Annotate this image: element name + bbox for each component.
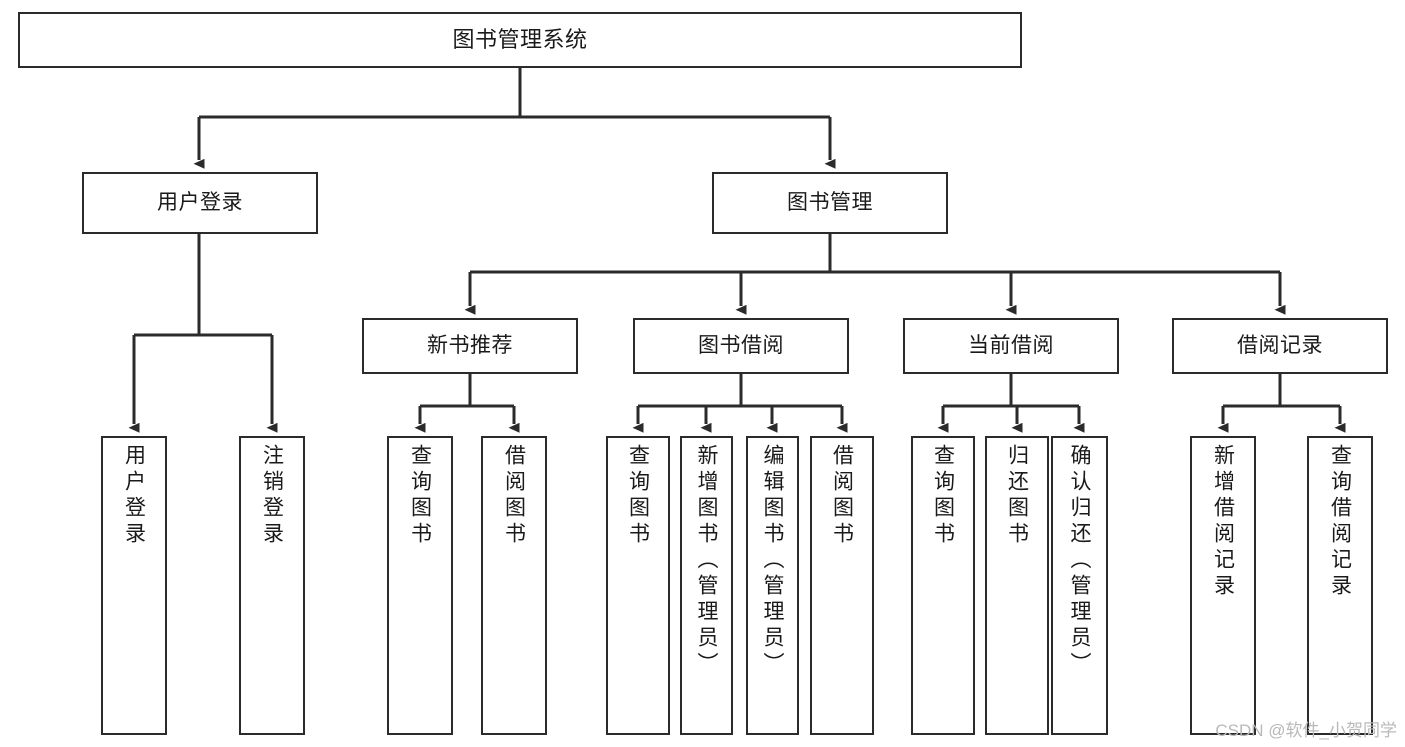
node-leaf-add-borrow-record-label: 新增借阅记录: [1211, 444, 1235, 600]
node-leaf-borrow-book-borrow-label: 借阅图书: [830, 444, 854, 548]
node-new-book-recommend[interactable]: 新书推荐: [362, 318, 578, 374]
node-leaf-logout-label: 注销登录: [260, 444, 284, 548]
node-leaf-user-login[interactable]: 用户登录: [101, 436, 167, 735]
node-new-book-recommend-label: 新书推荐: [427, 333, 513, 357]
node-book-borrow-label: 图书借阅: [698, 333, 784, 357]
node-leaf-query-borrow-record[interactable]: 查询借阅记录: [1307, 436, 1373, 735]
node-book-manage[interactable]: 图书管理: [712, 172, 948, 234]
node-user-login-label: 用户登录: [157, 190, 243, 214]
node-current-borrow[interactable]: 当前借阅: [903, 318, 1119, 374]
node-book-borrow[interactable]: 图书借阅: [633, 318, 849, 374]
node-leaf-return-book[interactable]: 归还图书: [985, 436, 1049, 735]
node-leaf-user-login-label: 用户登录: [122, 444, 146, 548]
node-leaf-add-borrow-record[interactable]: 新增借阅记录: [1190, 436, 1256, 735]
node-root-label: 图书管理系统: [452, 27, 588, 53]
node-leaf-edit-book-admin-label: 编辑图书（管理员）: [761, 444, 784, 678]
node-leaf-confirm-return-admin-label: 确认归还（管理员）: [1068, 444, 1091, 678]
node-leaf-borrow-book-recommend[interactable]: 借阅图书: [481, 436, 547, 735]
node-user-login[interactable]: 用户登录: [82, 172, 318, 234]
node-borrow-record-label: 借阅记录: [1237, 333, 1323, 357]
csdn-watermark: CSDN @软件_小贺同学: [1215, 721, 1397, 740]
node-leaf-query-book-borrow-label: 查询图书: [626, 444, 650, 548]
node-leaf-query-book-borrow[interactable]: 查询图书: [606, 436, 670, 735]
node-leaf-borrow-book-recommend-label: 借阅图书: [502, 444, 526, 548]
node-leaf-return-book-label: 归还图书: [1005, 444, 1029, 548]
node-leaf-edit-book-admin[interactable]: 编辑图书（管理员）: [746, 436, 799, 735]
node-leaf-query-book-current[interactable]: 查询图书: [911, 436, 975, 735]
node-leaf-add-book-admin[interactable]: 新增图书（管理员）: [680, 436, 733, 735]
node-book-manage-label: 图书管理: [787, 190, 873, 214]
node-leaf-query-book-recommend-label: 查询图书: [408, 444, 432, 548]
node-leaf-query-book-recommend[interactable]: 查询图书: [387, 436, 453, 735]
node-current-borrow-label: 当前借阅: [968, 333, 1054, 357]
node-leaf-confirm-return-admin[interactable]: 确认归还（管理员）: [1051, 436, 1108, 735]
node-borrow-record[interactable]: 借阅记录: [1172, 318, 1388, 374]
node-leaf-add-book-admin-label: 新增图书（管理员）: [695, 444, 718, 678]
node-root[interactable]: 图书管理系统: [18, 12, 1022, 68]
node-leaf-query-borrow-record-label: 查询借阅记录: [1328, 444, 1352, 600]
node-leaf-logout[interactable]: 注销登录: [239, 436, 305, 735]
node-leaf-query-book-current-label: 查询图书: [931, 444, 955, 548]
node-leaf-borrow-book-borrow[interactable]: 借阅图书: [810, 436, 874, 735]
